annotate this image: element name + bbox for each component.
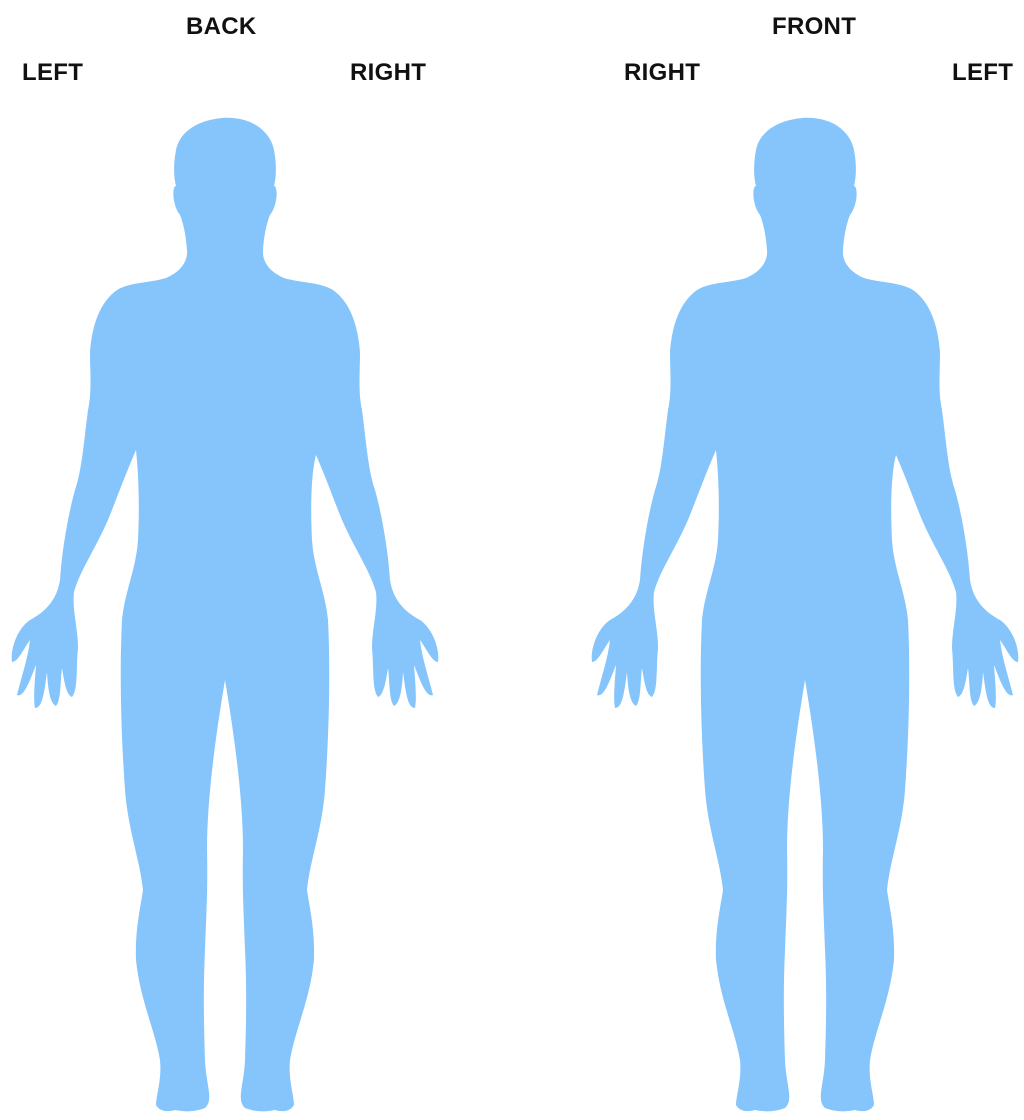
front-view: FRONT RIGHT LEFT	[580, 0, 1024, 1120]
back-body-silhouette	[0, 0, 470, 1120]
front-view-left-side-label: RIGHT	[624, 58, 700, 88]
back-view-left-side-label: LEFT	[22, 58, 83, 88]
front-body-silhouette	[580, 0, 1024, 1120]
back-view: BACK LEFT RIGHT	[0, 0, 470, 1120]
back-view-title: BACK	[186, 12, 257, 42]
front-view-right-side-label: LEFT	[952, 58, 1013, 88]
front-view-title: FRONT	[772, 12, 856, 42]
back-view-right-side-label: RIGHT	[350, 58, 426, 88]
